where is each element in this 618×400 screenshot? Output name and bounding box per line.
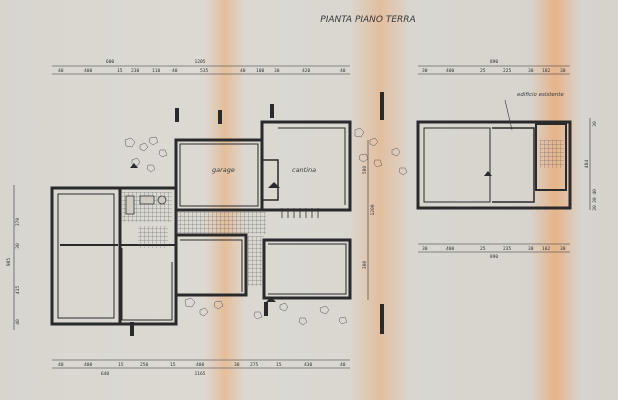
staircase bbox=[281, 208, 319, 218]
dim-left-seg: 30 bbox=[15, 243, 21, 249]
dim-seg: 535 bbox=[200, 68, 209, 74]
dimension-lines bbox=[13, 65, 591, 369]
dim-left-seg: 370 bbox=[15, 218, 21, 227]
label-leader bbox=[504, 99, 513, 131]
dim-seg: 40 bbox=[58, 362, 64, 368]
dim-seg: 400 bbox=[84, 68, 93, 74]
dim-seg: 15 bbox=[276, 362, 282, 368]
dim-seg: 225 bbox=[503, 68, 512, 74]
dim-seg: 40 bbox=[172, 68, 178, 74]
dim-seg: 30 bbox=[274, 68, 280, 74]
paper-fold-stain bbox=[530, 0, 580, 400]
dim-seg: 400 bbox=[196, 362, 205, 368]
dim-mid: 1200 bbox=[370, 204, 376, 215]
dim-seg: 400 bbox=[84, 362, 93, 368]
dim-seg: 15 bbox=[170, 362, 176, 368]
dim-seg: 400 bbox=[446, 246, 455, 252]
dim-seg: 400 bbox=[446, 68, 455, 74]
dim-right: 484 bbox=[584, 160, 590, 169]
tiled-floor-area bbox=[138, 226, 168, 248]
dim-sub-top-left: 600 bbox=[106, 59, 115, 65]
dim-overall-top-left: 1205 bbox=[194, 59, 205, 65]
dim-seg: 40 bbox=[340, 362, 346, 368]
tiled-floor-area bbox=[176, 212, 266, 234]
dim-seg: 30 bbox=[528, 246, 534, 252]
dim-mid: 580 bbox=[362, 166, 368, 175]
dim-right: 30 bbox=[592, 205, 598, 211]
dim-seg: 250 bbox=[140, 362, 149, 368]
room-label-cantina: cantina bbox=[292, 166, 316, 174]
dim-seg: 182 bbox=[542, 246, 551, 252]
dim-seg: 30 bbox=[422, 68, 428, 74]
tiled-floor-area bbox=[248, 236, 264, 286]
dim-seg: 25 bbox=[480, 246, 486, 252]
dim-left-overall: 985 bbox=[6, 258, 12, 267]
dim-seg: 30 bbox=[528, 68, 534, 74]
dim-seg: 182 bbox=[542, 68, 551, 74]
dim-seg: 230 bbox=[131, 68, 140, 74]
dim-sub-bottom-left: 640 bbox=[101, 371, 110, 377]
dim-seg: 30 bbox=[422, 246, 428, 252]
dim-seg: 15 bbox=[118, 362, 124, 368]
existing-building-walls bbox=[416, 120, 572, 210]
room-label-existing-building: edificio esistente bbox=[517, 92, 564, 98]
dim-mid: 300 bbox=[362, 261, 368, 270]
dim-overall-bottom-right: 890 bbox=[490, 254, 499, 260]
dim-seg: 30 bbox=[560, 68, 566, 74]
dim-seg: 30 bbox=[234, 362, 240, 368]
dim-overall-bottom-left: 1165 bbox=[194, 371, 205, 377]
dim-left-seg: 40 bbox=[15, 319, 21, 325]
dim-seg: 100 bbox=[256, 68, 265, 74]
stone-paving bbox=[124, 127, 408, 326]
dim-seg: 430 bbox=[304, 362, 313, 368]
paper-fold-stain bbox=[350, 0, 410, 400]
section-marks bbox=[130, 92, 492, 336]
bathroom-fixtures bbox=[125, 195, 167, 215]
dim-seg: 235 bbox=[503, 246, 512, 252]
dim-seg: 40 bbox=[240, 68, 246, 74]
dim-seg: 40 bbox=[340, 68, 346, 74]
dim-seg: 15 bbox=[117, 68, 123, 74]
dim-seg: 25 bbox=[480, 68, 486, 74]
dim-seg: 40 bbox=[58, 68, 64, 74]
dim-overall-top-right: 890 bbox=[490, 59, 499, 65]
dim-seg: 110 bbox=[152, 68, 161, 74]
dim-left-seg: 415 bbox=[15, 286, 21, 295]
dim-seg: 30 bbox=[560, 246, 566, 252]
drawing-title: PIANTA PIANO TERRA bbox=[320, 15, 415, 25]
room-label-garage: garage bbox=[212, 166, 235, 174]
dim-right: 30 bbox=[592, 121, 598, 127]
dim-right: 30 40 bbox=[592, 189, 598, 203]
paper-fold-stain bbox=[205, 0, 245, 400]
dim-seg: 275 bbox=[250, 362, 259, 368]
tiled-floor-area bbox=[540, 140, 564, 168]
dim-seg: 420 bbox=[302, 68, 311, 74]
